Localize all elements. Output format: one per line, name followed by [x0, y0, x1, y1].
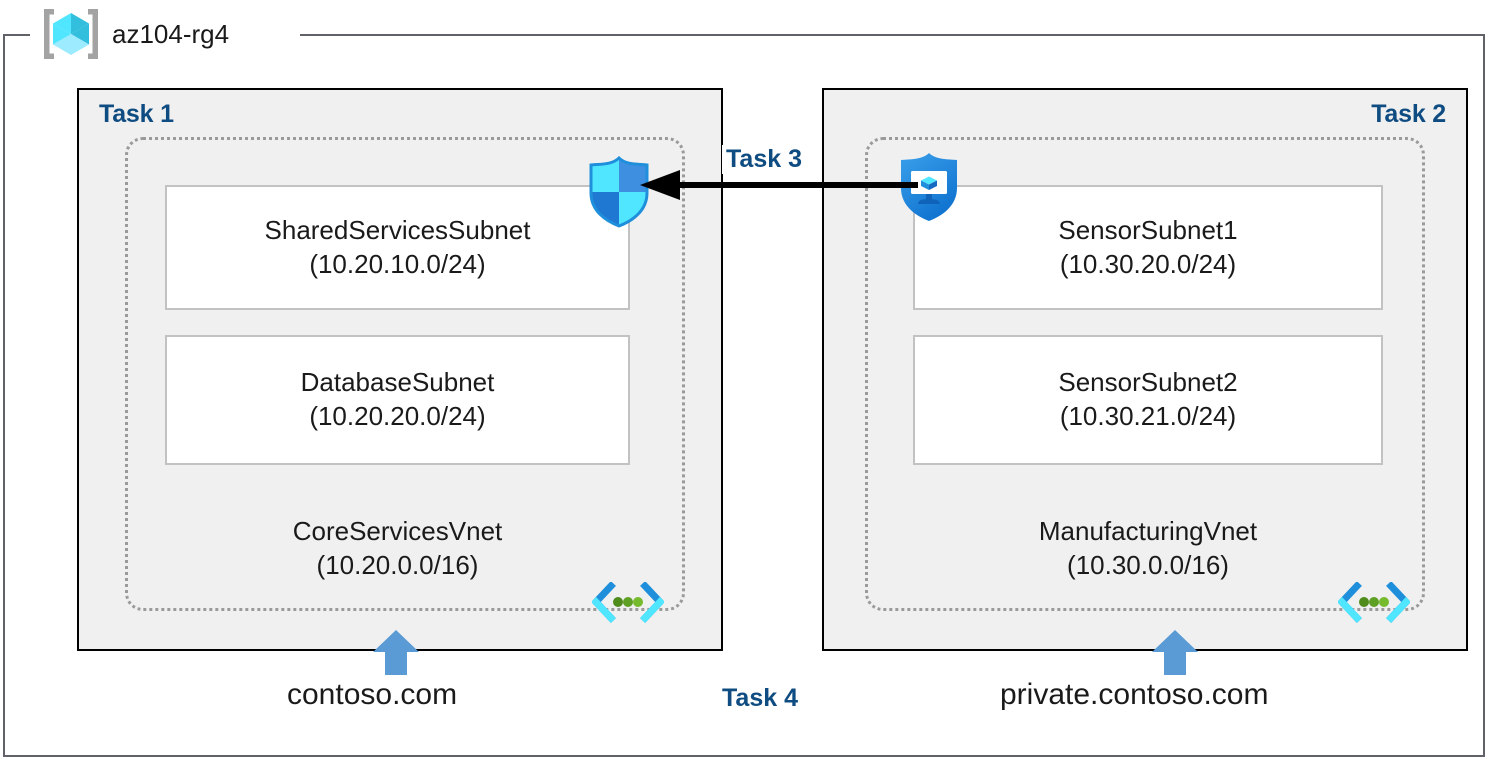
dns-zone-contoso: contoso.com	[287, 678, 458, 711]
task-2-label: Task 2	[1371, 100, 1446, 128]
resource-group-frame	[3, 34, 1485, 757]
vnet-core-services-caption: CoreServicesVnet (10.20.0.0/16)	[165, 515, 630, 583]
resource-group-cube-icon	[44, 9, 98, 59]
vnet-chevrons-icon	[592, 582, 664, 623]
vnet-cidr: (10.20.0.0/16)	[316, 549, 479, 580]
subnet-cidr: (10.30.20.0/24)	[1059, 248, 1237, 279]
vnet-manufacturing	[865, 137, 1425, 611]
subnet-cidr: (10.20.10.0/24)	[309, 248, 486, 279]
task-4-label: Task 4	[722, 684, 798, 712]
vm-shield-icon	[901, 153, 957, 221]
dns-zone-private-contoso: private.contoso.com	[1000, 678, 1269, 711]
up-arrow-icon	[373, 630, 419, 675]
vnet-name: CoreServicesVnet	[292, 516, 503, 546]
subnet-name: DatabaseSubnet	[300, 367, 495, 398]
task-1-label: Task 1	[99, 100, 174, 128]
vnet-manufacturing-caption: ManufacturingVnet (10.30.0.0/16)	[913, 515, 1383, 583]
subnet-cidr: (10.20.20.0/24)	[309, 401, 486, 431]
vnet-cidr: (10.30.0.0/16)	[1067, 549, 1229, 580]
vnet-chevrons-icon	[1338, 582, 1410, 623]
resource-group-name: az104-rg4	[112, 19, 230, 49]
subnet-sensor2: SensorSubnet2 (10.30.21.0/24)	[913, 335, 1383, 465]
subnet-sharedservices: SharedServicesSubnet (10.20.10.0/24)	[165, 185, 630, 310]
vnet-name: ManufacturingVnet	[1038, 516, 1258, 546]
task-3-label: Task 3	[722, 145, 806, 174]
subnet-name: SharedServicesSubnet	[264, 214, 531, 245]
subnet-cidr: (10.30.21.0/24)	[1059, 401, 1237, 431]
subnet-sensor1: SensorSubnet1 (10.30.20.0/24)	[913, 185, 1383, 310]
up-arrow-icon	[1152, 630, 1198, 675]
subnet-database: DatabaseSubnet (10.20.20.0/24)	[165, 335, 630, 465]
vnet-core-services	[125, 137, 685, 611]
left-arrow-icon	[640, 170, 918, 200]
resource-group-title: az104-rg4	[40, 2, 229, 66]
subnet-name: SensorSubnet2	[1058, 367, 1238, 398]
subnet-name: SensorSubnet1	[1058, 214, 1238, 245]
shield-icon	[589, 155, 649, 228]
